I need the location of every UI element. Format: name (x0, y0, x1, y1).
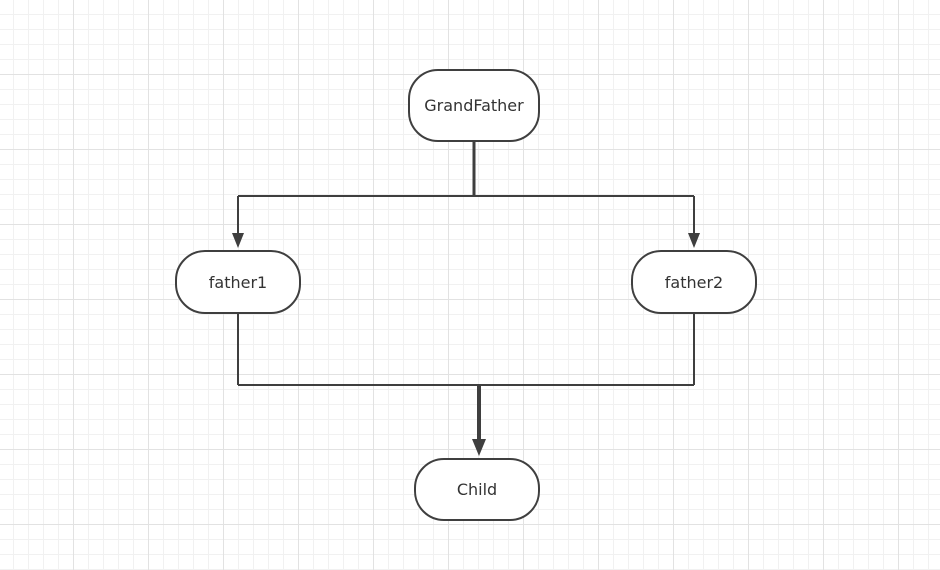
node-father1-label: father1 (208, 272, 268, 292)
node-father2[interactable]: father2 (631, 250, 757, 314)
node-child[interactable]: Child (414, 458, 540, 521)
node-grandfather[interactable]: GrandFather (408, 69, 540, 142)
arrow-to-father2 (688, 233, 700, 248)
arrow-to-father1 (232, 233, 244, 248)
node-father1[interactable]: father1 (175, 250, 301, 314)
arrow-to-child (472, 439, 486, 456)
node-grandfather-label: GrandFather (424, 96, 524, 115)
node-child-label: Child (456, 480, 498, 499)
node-father2-label: father2 (664, 272, 724, 292)
